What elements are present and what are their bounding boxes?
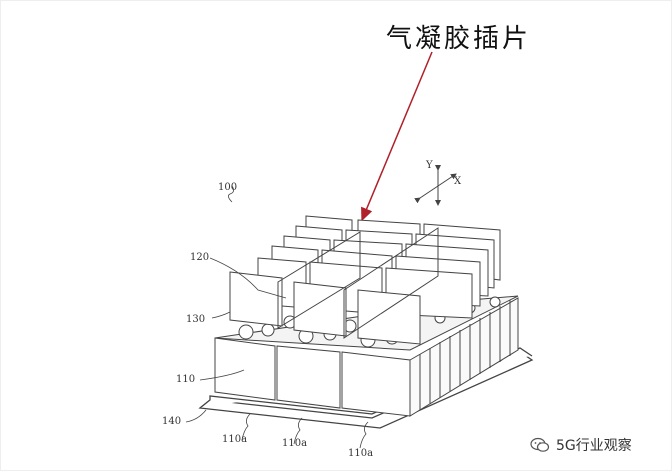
ref-130: 130 [186,314,206,325]
axis-y-label: Y [426,160,433,171]
callout-arrow [361,51,433,222]
aerogel-insert-sheets [229,215,501,345]
watermark: 5G行业观察 [530,434,632,456]
wechat-bubble-icon [530,437,550,452]
ref-140: 140 [162,416,182,427]
ref-110: 110 [176,374,196,385]
axis-indicator [414,165,457,206]
leader-lines [185,185,369,449]
ref-110a-1: 110a [222,434,248,445]
ref-110a-3: 110a [348,448,374,459]
ref-100: 100 [218,182,238,193]
headline: 气凝胶插片 [386,24,532,54]
ref-120: 120 [190,252,210,263]
axis-x-label: X [454,176,462,187]
ref-110a-2: 110a [282,438,308,449]
watermark-text: 5G行业观察 [556,438,632,454]
